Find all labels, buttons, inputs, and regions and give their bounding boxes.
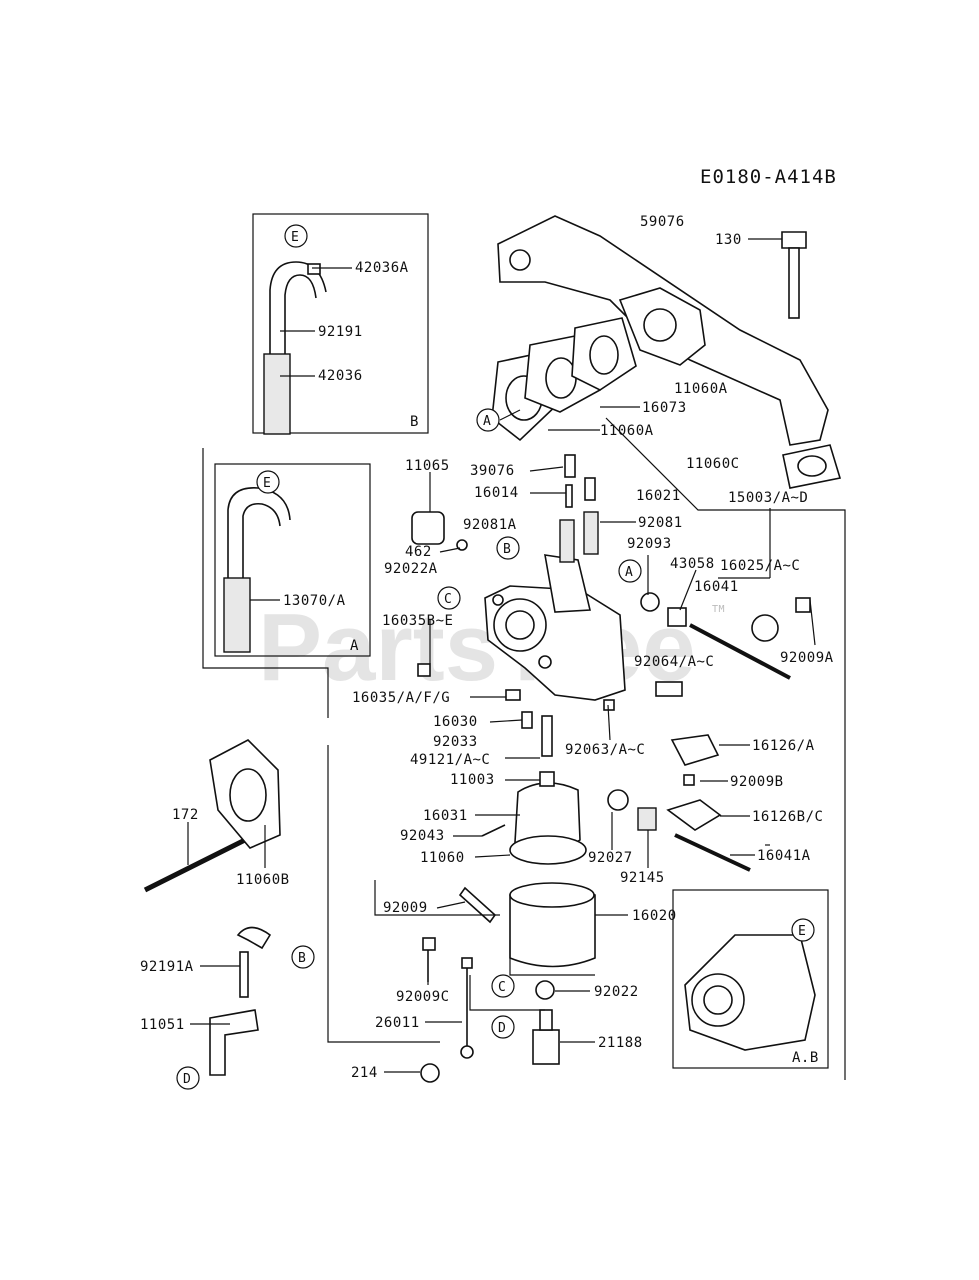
callout-c-carb: C — [437, 586, 461, 610]
watermark-tm: TM — [712, 604, 725, 615]
svg-text:E: E — [798, 924, 806, 939]
part-label: 15003/A~D — [728, 490, 808, 506]
bolt-part — [781, 231, 807, 249]
inset-ab-label: A.B — [792, 1050, 819, 1066]
part-label: 462 — [405, 544, 432, 560]
callout-e-inset-ab: E — [791, 918, 815, 942]
intake-manifold-part — [497, 215, 829, 446]
callout-b-carb: B — [496, 536, 520, 560]
part-label: 11051 — [140, 1017, 185, 1033]
part-label: 16020 — [632, 908, 677, 924]
callout-e-box-a: E — [256, 470, 280, 494]
part-label: 39076 — [470, 463, 515, 479]
part-label: 130 — [715, 232, 742, 248]
part-label: 16030 — [433, 714, 478, 730]
part-label: 16041A — [757, 848, 811, 864]
part-label: 16126/A — [752, 738, 815, 754]
part-label: 92027 — [588, 850, 633, 866]
part-label: 16031 — [423, 808, 468, 824]
svg-text:B: B — [503, 542, 511, 557]
part-label: 92009 — [383, 900, 428, 916]
svg-text:C: C — [444, 592, 452, 607]
rod-part — [143, 832, 257, 893]
part-label: 92081A — [463, 517, 517, 533]
part-label: 26011 — [375, 1015, 420, 1031]
inset-box-b: B — [252, 213, 429, 435]
part-label: 11003 — [450, 772, 495, 788]
carburetor-body-part — [484, 554, 626, 701]
part-label: 92191 — [318, 324, 363, 340]
part-label: 13070/A — [283, 593, 346, 609]
inset-box-ab: A.B — [672, 889, 829, 1069]
part-label: 92009A — [780, 650, 834, 666]
part-label: 49121/A~C — [410, 752, 490, 768]
callout-d-link: D — [491, 1015, 515, 1039]
callout-a-carb: A — [618, 559, 642, 583]
part-label: 92009B — [730, 774, 784, 790]
part-label: 42036A — [355, 260, 409, 276]
part-label: 92093 — [627, 536, 672, 552]
part-label: 16014 — [474, 485, 519, 501]
part-number-labels: 59076 130 11060A 16073 11060A 11060C 150… — [140, 214, 834, 1081]
part-label: 92191A — [140, 959, 194, 975]
svg-text:E: E — [263, 476, 271, 491]
part-label: 92022A — [384, 561, 438, 577]
svg-text:B: B — [298, 951, 306, 966]
part-label: 16035/A/F/G — [352, 690, 450, 706]
callout-b-hose: B — [291, 945, 315, 969]
part-label: 92043 — [400, 828, 445, 844]
svg-text:D: D — [498, 1021, 506, 1036]
part-label: 11060A — [600, 423, 654, 439]
part-label: 11060C — [686, 456, 740, 472]
part-label: 11060 — [420, 850, 465, 866]
callout-a-gasket: A — [476, 408, 500, 432]
part-label: 16025/A~C — [720, 558, 800, 574]
part-label: 16041 — [694, 579, 739, 595]
watermark: PartsTree — [258, 594, 696, 701]
callout-c-link: C — [491, 974, 515, 998]
inset-a-label: A — [350, 638, 359, 654]
spring-part — [263, 353, 291, 435]
part-label: 92145 — [620, 870, 665, 886]
part-label: 214 — [351, 1065, 378, 1081]
part-label: 16073 — [642, 400, 687, 416]
callout-e-box-b: E — [284, 224, 308, 248]
part-label: 42036 — [318, 368, 363, 384]
part-label: 16035B~E — [382, 613, 453, 629]
part-label: 92063/A~C — [565, 742, 645, 758]
bowl-gasket-part — [509, 835, 587, 865]
part-label: 92009C — [396, 989, 450, 1005]
part-label: 11060B — [236, 872, 290, 888]
diagram-code: E0180-A414B — [700, 166, 837, 188]
throttle-shaft-part — [689, 623, 791, 680]
svg-text:A: A — [625, 565, 633, 580]
bracket-part — [209, 1009, 259, 1076]
svg-text:C: C — [498, 980, 506, 995]
inset-box-a: A — [214, 463, 371, 657]
part-label: 92064/A~C — [634, 654, 714, 670]
part-label: 59076 — [640, 214, 685, 230]
part-label: 92081 — [638, 515, 683, 531]
solenoid-part — [532, 1029, 560, 1065]
svg-text:A: A — [483, 414, 491, 429]
part-label: 172 — [172, 807, 199, 823]
part-label: 11060A — [674, 381, 728, 397]
part-label: 92033 — [433, 734, 478, 750]
part-label: 16021 — [636, 488, 681, 504]
part-label: 16126B/C — [752, 809, 823, 825]
svg-text:E: E — [291, 230, 299, 245]
part-label: 11065 — [405, 458, 450, 474]
svg-text:D: D — [183, 1072, 191, 1087]
part-label: 21188 — [598, 1035, 643, 1051]
callout-d-bracket: D — [176, 1066, 200, 1090]
part-label: 43058 — [670, 556, 715, 572]
leader-lines — [187, 238, 816, 1073]
part-label: 92022 — [594, 984, 639, 1000]
inset-b-label: B — [410, 414, 419, 430]
